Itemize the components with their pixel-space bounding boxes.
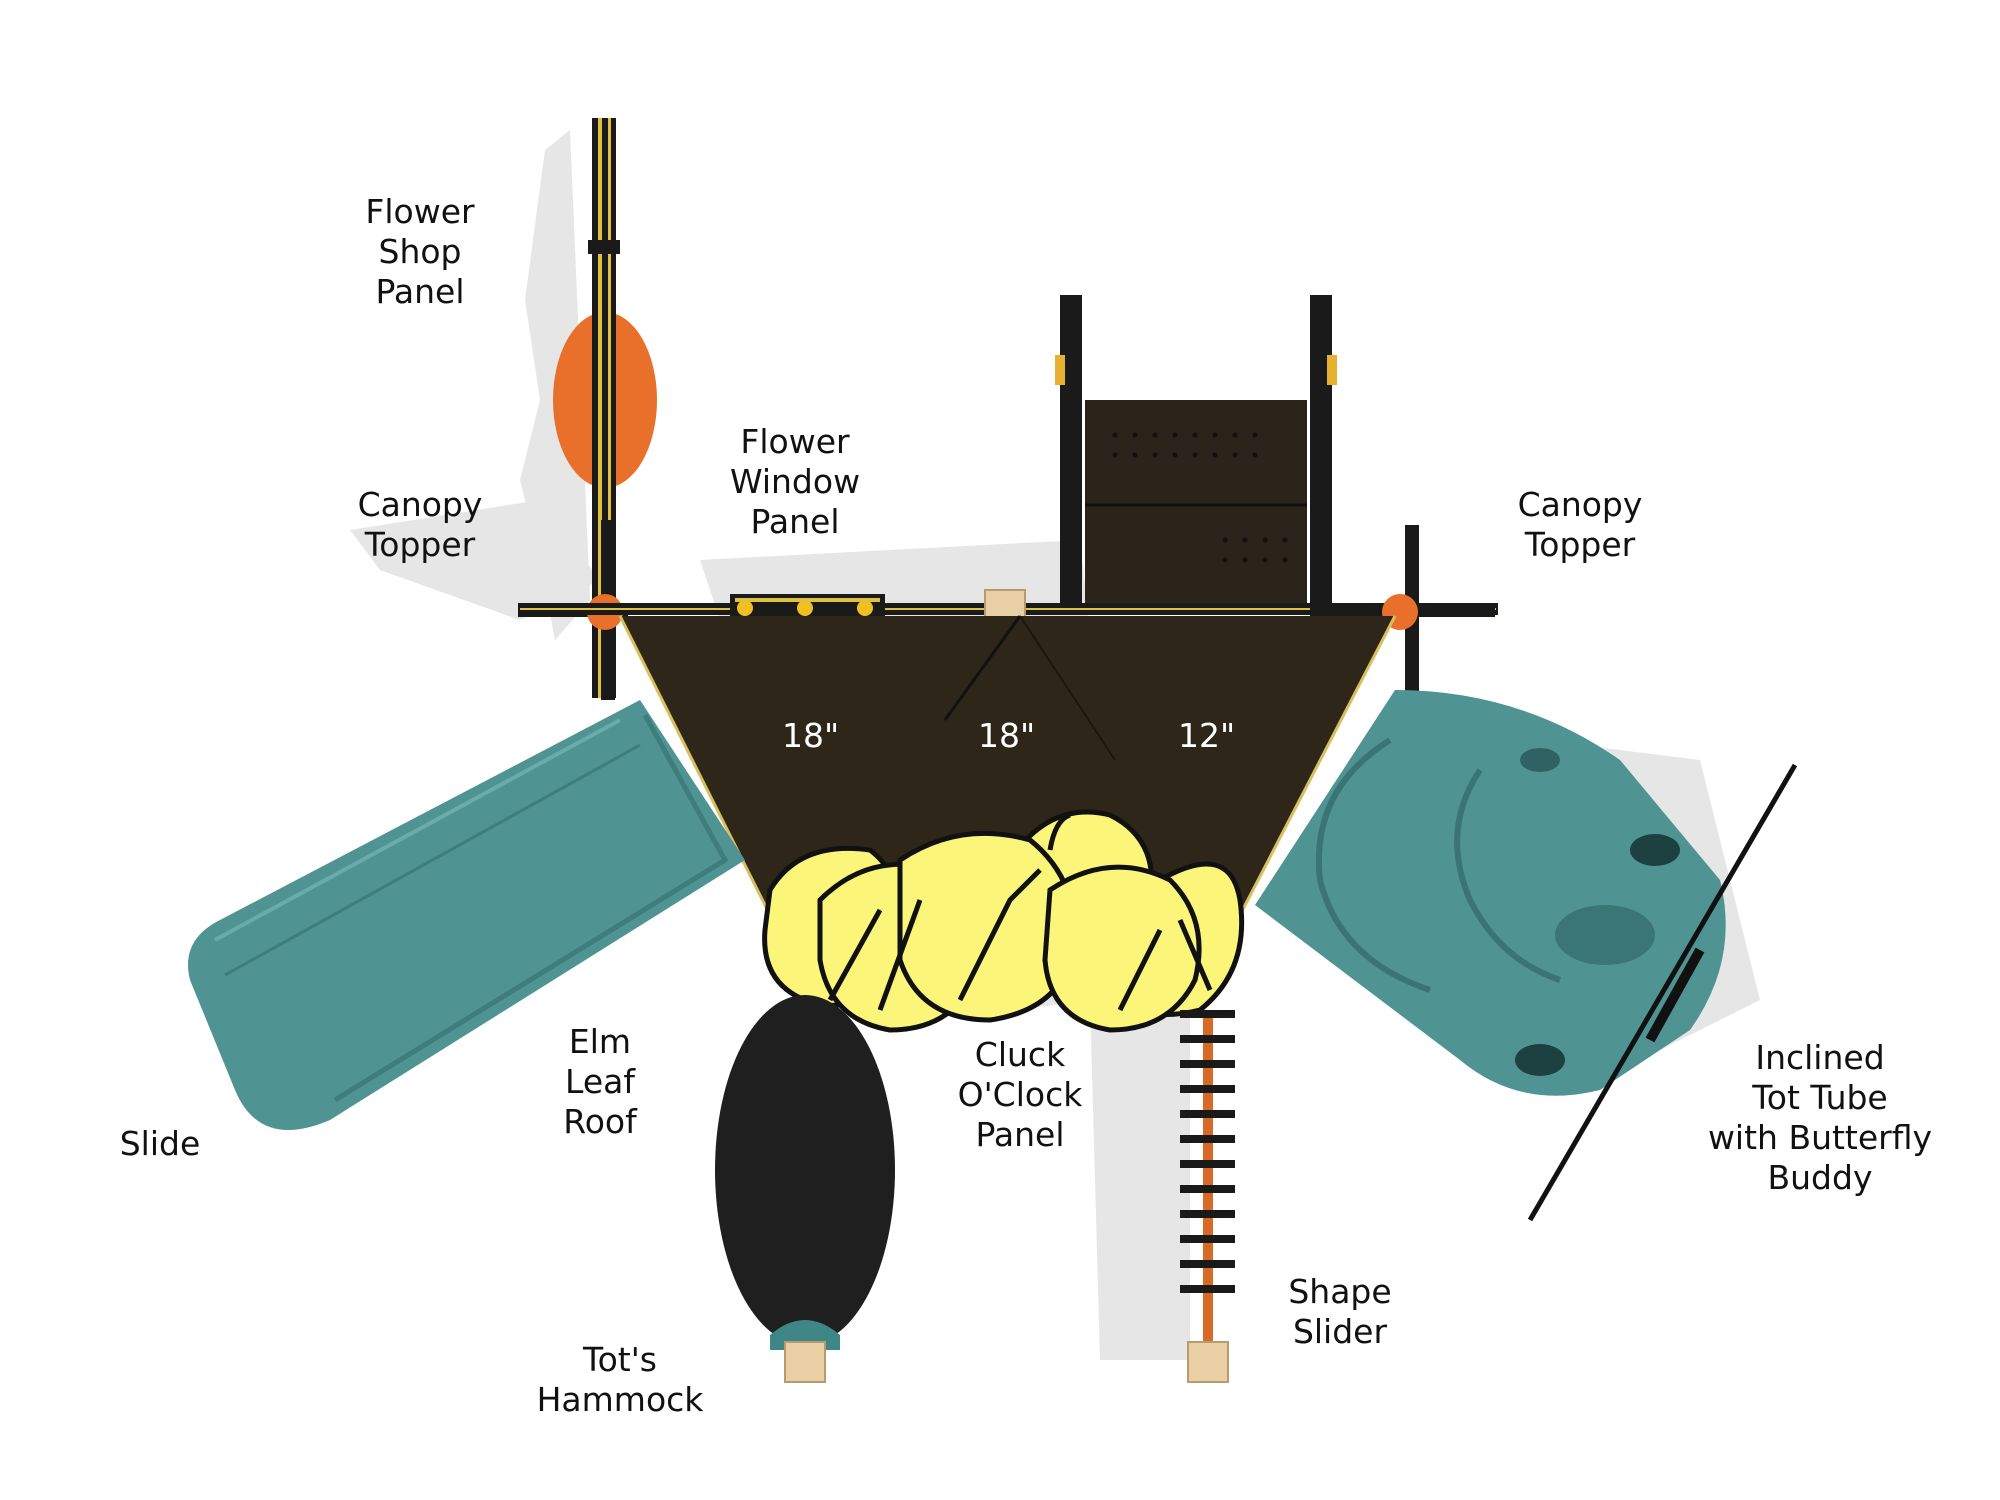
label-shape-slider: Shape Slider: [1288, 1272, 1392, 1351]
slide: [188, 700, 745, 1130]
inclined-tot-tube: [1255, 690, 1798, 1222]
label-flower-shop-panel: Flower Shop Panel: [365, 192, 475, 311]
label-canopy-topper-right: Canopy Topper: [1517, 485, 1643, 564]
label-slide: Slide: [119, 1124, 201, 1163]
label-elm-leaf-roof: Elm Leaf Roof: [563, 1022, 637, 1141]
deck-height-1: 18": [782, 716, 840, 755]
label-canopy-topper-left: Canopy Topper: [357, 485, 483, 564]
climber-deck-top: [1055, 295, 1337, 612]
tots-hammock: [715, 995, 895, 1383]
shape-slider: [1180, 1010, 1235, 1383]
label-cluck-oclock-panel: Cluck O'Clock Panel: [957, 1035, 1083, 1154]
label-inclined-tot-tube: Inclined Tot Tube with Butterfly Buddy: [1707, 1038, 1933, 1197]
deck-height-3: 12": [1178, 716, 1236, 755]
label-tots-hammock: Tot's Hammock: [536, 1340, 704, 1419]
deck-platforms: [618, 615, 1397, 916]
elm-leaf-roof: [762, 809, 1245, 1033]
label-flower-window-panel: Flower Window Panel: [729, 422, 861, 541]
deck-height-2: 18": [978, 716, 1036, 755]
